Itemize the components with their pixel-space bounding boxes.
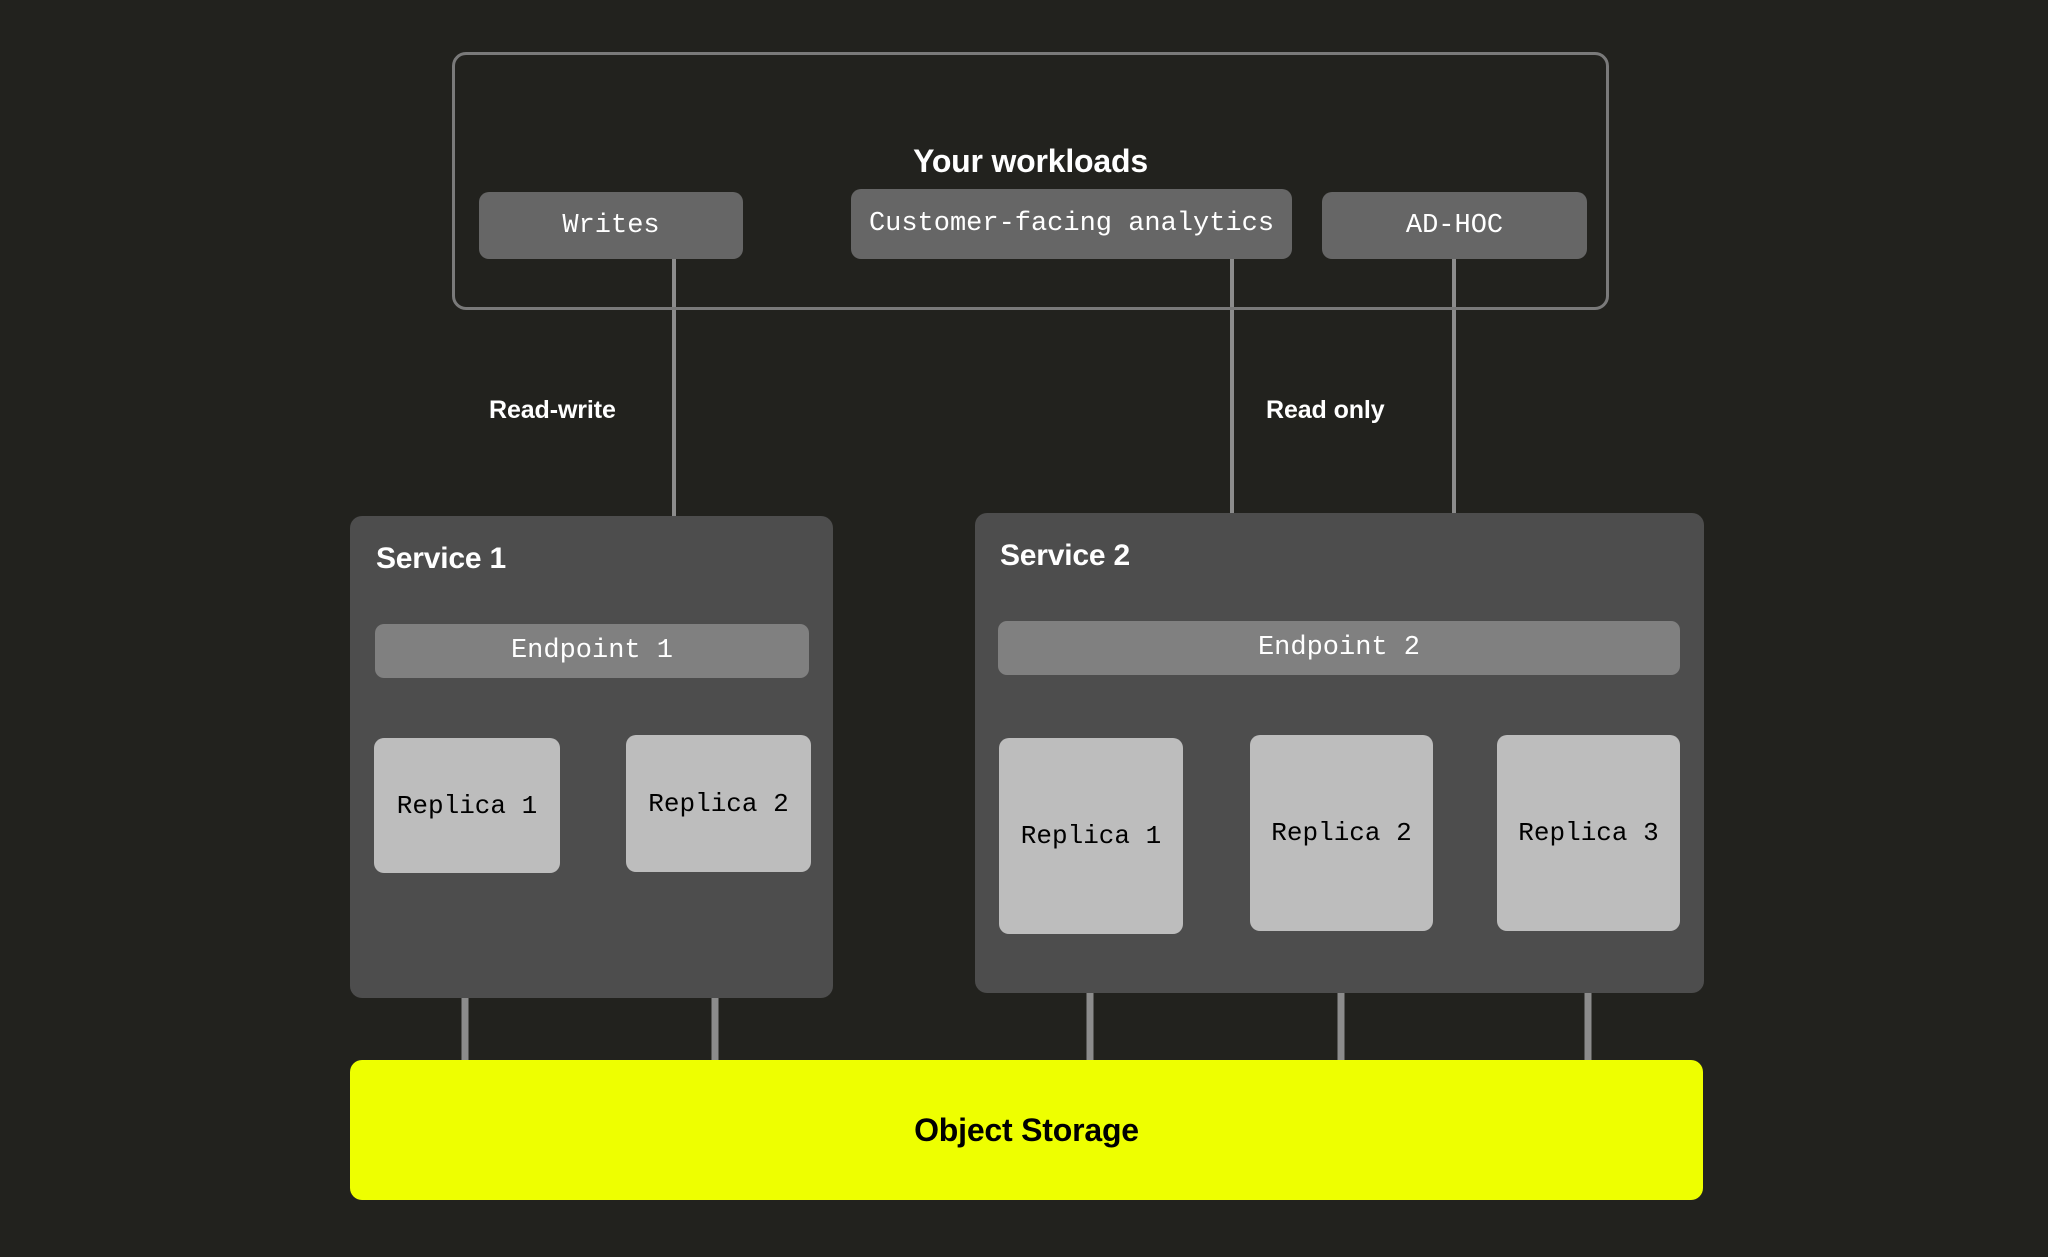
workloads-container: Your workloads [452,52,1609,310]
service2-replica-1[interactable]: Replica 1 [999,738,1183,934]
endpoint-1[interactable]: Endpoint 1 [375,624,809,678]
service-title-2: Service 2 [1000,539,1130,572]
endpoint-2[interactable]: Endpoint 2 [998,621,1680,675]
service2-replica-2[interactable]: Replica 2 [1250,735,1433,931]
edge-label-read-write: Read-write [489,396,616,424]
service-title-1: Service 1 [376,542,506,575]
workloads-title: Your workloads [913,143,1148,179]
workload-box-writes[interactable]: Writes [479,192,743,259]
object-storage-bar[interactable]: Object Storage [350,1060,1703,1200]
workload-box-ad-hoc[interactable]: AD-HOC [1322,192,1587,259]
workload-box-customer-facing-analytics[interactable]: Customer-facing analytics [851,189,1292,259]
service2-replica-3[interactable]: Replica 3 [1497,735,1680,931]
service1-replica-2[interactable]: Replica 2 [626,735,811,872]
edge-label-read-only: Read only [1266,396,1385,424]
service1-replica-1[interactable]: Replica 1 [374,738,560,873]
